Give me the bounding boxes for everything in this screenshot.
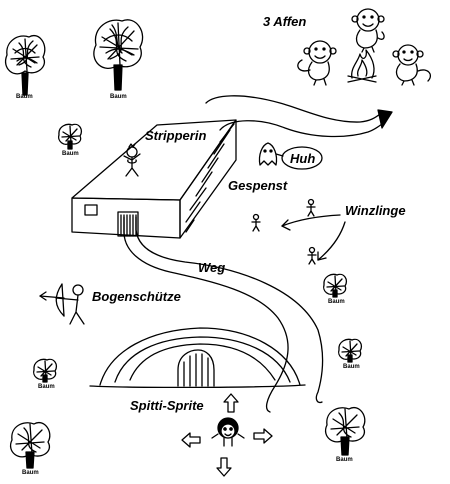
label-tree: Baum (336, 457, 353, 463)
tree-icon (93, 19, 144, 91)
speech-bubble (275, 146, 323, 170)
tree-icon (58, 123, 83, 150)
path-road (123, 95, 393, 413)
arrow-up-icon (223, 393, 239, 413)
tiny-person-icon (251, 213, 261, 232)
tree-icon (324, 406, 366, 456)
tree-icon (323, 273, 348, 298)
label-tree: Baum (22, 470, 39, 476)
monkey-icon (351, 8, 385, 53)
tree-icon (9, 421, 51, 469)
cave-mound (89, 327, 306, 389)
monkey-icon (297, 40, 337, 86)
label-spitti-sprite: Spitti-Sprite (130, 398, 204, 413)
label-tree: Baum (328, 299, 345, 305)
arrow-right-icon (253, 428, 273, 444)
tree-icon (4, 34, 46, 96)
label-weg: Weg (198, 260, 226, 275)
label-tree: Baum (62, 151, 79, 157)
arrow-down-icon (216, 457, 232, 477)
label-bogenschuetze: Bogenschütze (92, 289, 181, 304)
movement-arrows (281, 214, 346, 261)
label-tree: Baum (343, 364, 360, 370)
label-tree: Baum (16, 94, 33, 100)
label-tree: Baum (38, 384, 55, 390)
monkey-icon (392, 44, 432, 86)
house-building (71, 119, 237, 239)
stripper-figure-icon (123, 143, 141, 177)
ghost-icon (258, 142, 278, 166)
archer-icon (39, 283, 85, 325)
label-stripperin: Stripperin (145, 128, 207, 143)
campfire-icon (347, 49, 377, 83)
label-gespenst: Gespenst (228, 178, 288, 193)
label-huh: Huh (290, 151, 316, 166)
label-tree: Baum (110, 94, 127, 100)
tiny-person-icon (306, 198, 316, 217)
sprite-character-icon (211, 417, 245, 447)
tiny-person-icon (307, 246, 317, 265)
label-affen: 3 Affen (263, 14, 307, 29)
tree-icon (338, 338, 363, 363)
arrow-left-icon (181, 432, 201, 448)
tree-icon (33, 358, 58, 383)
label-winzlinge: Winzlinge (345, 203, 406, 218)
